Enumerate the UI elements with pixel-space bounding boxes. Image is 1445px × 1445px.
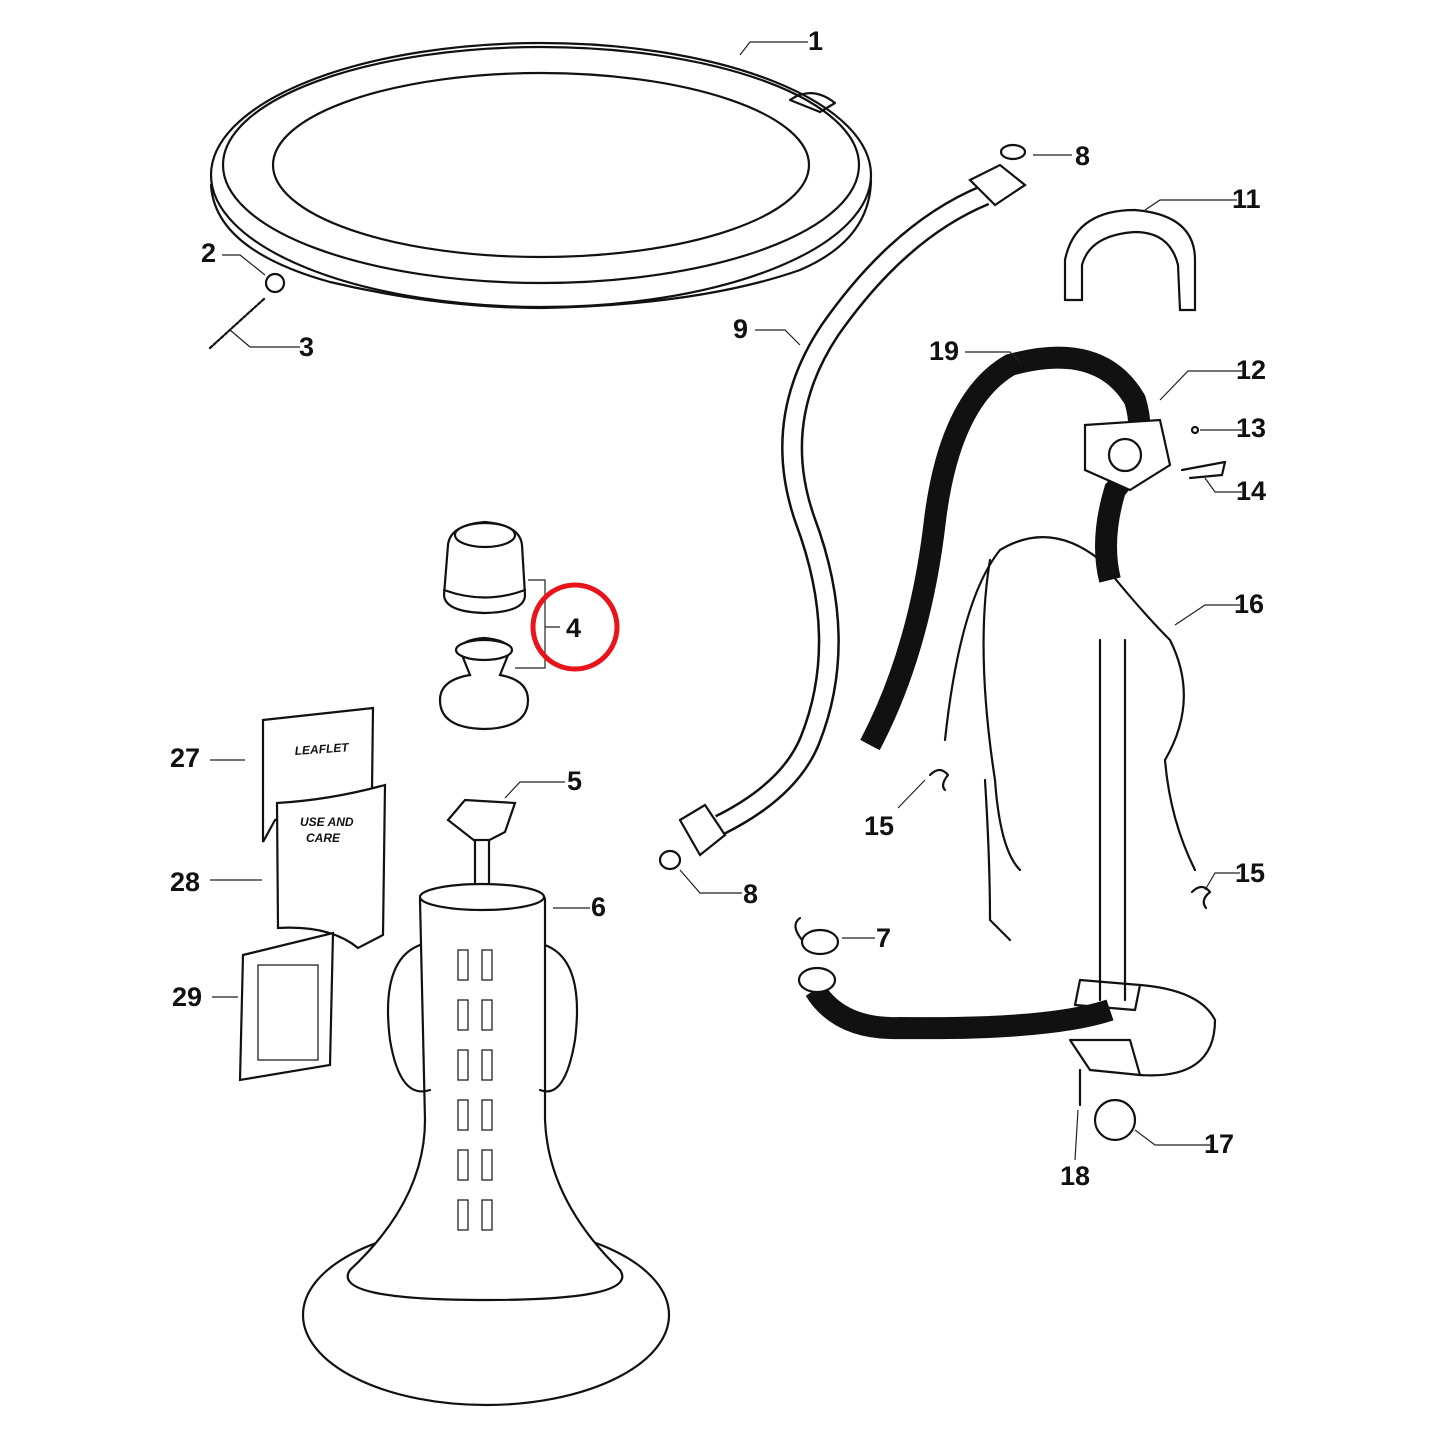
callout-7: 7 xyxy=(876,923,891,953)
part-19-corrugated-drain-hose xyxy=(860,346,1151,751)
callout-29: 29 xyxy=(172,982,202,1012)
callout-16: 16 xyxy=(1234,589,1264,619)
part-5-agitator-bolt xyxy=(446,798,517,887)
callout-18: 18 xyxy=(1060,1161,1090,1191)
svg-text:LEAFLET: LEAFLET xyxy=(294,740,351,758)
part-8-washer-bottom xyxy=(658,849,682,871)
part-2-clip xyxy=(264,272,286,294)
callout-12: 12 xyxy=(1236,355,1266,385)
callout-15-left: 15 xyxy=(864,811,894,841)
part-17-drain-hose-bottom xyxy=(797,966,1217,1142)
part-28-use-and-care-manual: USE AND CARE xyxy=(275,783,387,950)
callout-27: 27 xyxy=(170,743,200,773)
callout-8-top: 8 xyxy=(1075,141,1090,171)
callout-14: 14 xyxy=(1236,476,1266,506)
callout-15-right: 15 xyxy=(1235,858,1265,888)
part-9-inlet-hose xyxy=(678,163,1027,857)
highlight-circle-part-4 xyxy=(530,582,620,672)
callout-3: 3 xyxy=(299,332,314,362)
part-1-tub-ring xyxy=(209,41,873,310)
part-4-fabric-softener-dispenser xyxy=(438,520,560,731)
callout-19: 19 xyxy=(929,336,959,366)
part-3-spring xyxy=(208,296,267,350)
part-12-pump xyxy=(1083,418,1172,492)
part-16-harness xyxy=(943,536,1197,1012)
callout-6: 6 xyxy=(591,892,606,922)
callout-2: 2 xyxy=(201,238,216,268)
callout-numbers: 1 2 3 4 5 6 7 8 8 9 11 12 13 14 15 15 16… xyxy=(170,26,1266,1191)
callout-5: 5 xyxy=(567,766,582,796)
part-15-clip-left xyxy=(928,768,950,792)
callout-1: 1 xyxy=(808,26,823,56)
callout-4: 4 xyxy=(566,613,581,643)
callout-11: 11 xyxy=(1232,184,1261,214)
part-29-document-bag xyxy=(238,931,335,1082)
callout-28: 28 xyxy=(170,867,200,897)
part-13-screw xyxy=(1190,425,1200,435)
part-6-agitator xyxy=(301,882,671,1407)
svg-text:CARE: CARE xyxy=(306,831,341,845)
part-8-washer-top xyxy=(999,143,1027,161)
leader-lines xyxy=(210,41,1242,1161)
callout-8-bottom: 8 xyxy=(743,879,758,909)
part-14-clip xyxy=(1180,460,1227,480)
callout-13: 13 xyxy=(1236,413,1266,443)
part-11-hose-guide xyxy=(1063,208,1197,312)
callout-9: 9 xyxy=(733,314,748,344)
part-15-clip-right xyxy=(1190,885,1212,910)
callout-17: 17 xyxy=(1204,1129,1234,1159)
svg-text:USE AND: USE AND xyxy=(300,815,354,829)
part-7-clamp xyxy=(794,916,840,956)
